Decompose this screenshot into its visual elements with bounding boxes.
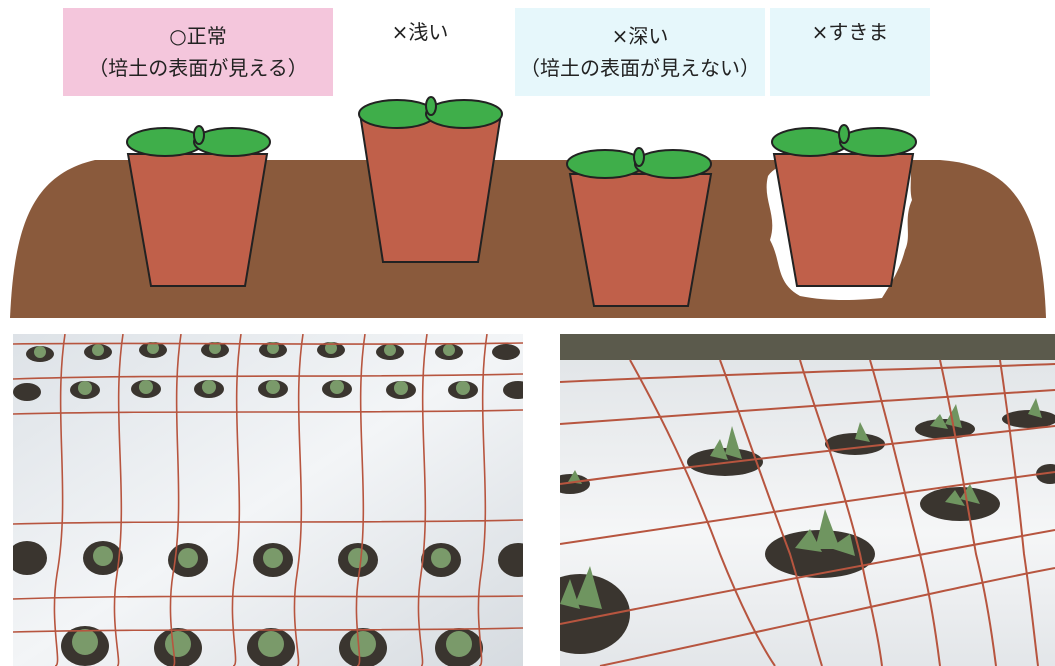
photo-right [560,334,1055,666]
seedling-gap [772,125,916,156]
pot-shallow [359,97,502,262]
pot-normal [127,126,270,286]
photo-left [13,334,523,666]
planting-depth-diagram [0,0,1055,334]
photo-left-illustration [13,334,523,666]
seedling-normal [127,126,270,156]
photo-right-illustration [560,334,1055,666]
pot-gap [767,125,916,300]
